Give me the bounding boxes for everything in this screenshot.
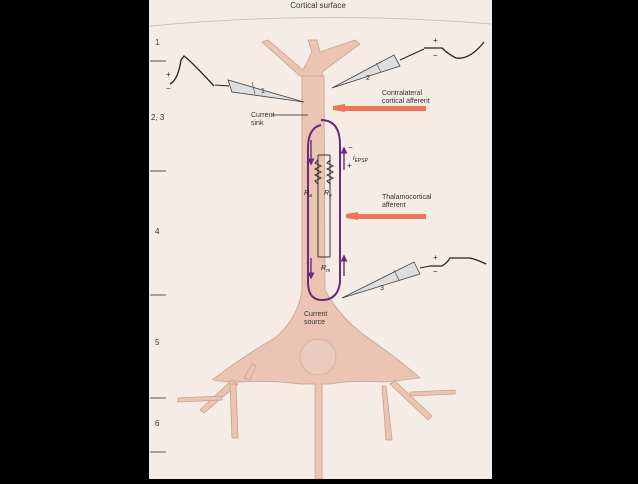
trace-3-minus: − — [433, 267, 438, 276]
electrode-3-label: 3 — [380, 285, 384, 292]
layer-label-2-3: 2, 3 — [151, 113, 165, 122]
cortical-surface-line — [149, 16, 492, 27]
thalamocortical-label: Thalamocortical afferent — [382, 194, 432, 209]
trace-2-plus: + — [433, 36, 438, 45]
svg-text:cortical afferent: cortical afferent — [382, 98, 430, 105]
contralateral-label: Contralateral cortical afferent — [382, 90, 430, 105]
electrode-2 — [331, 48, 425, 89]
resistor-re — [325, 159, 335, 185]
layer-label-1: 1 — [155, 38, 160, 47]
trace-2-minus: − — [433, 51, 438, 60]
basal-dendrite-right-2 — [381, 385, 393, 441]
svg-text:afferent: afferent — [382, 202, 406, 209]
cortical-surface-title: Cortical surface — [290, 1, 346, 10]
basal-dendrite-left-2 — [229, 383, 239, 439]
trace-1 — [169, 55, 215, 87]
layer-boundaries — [150, 60, 166, 453]
svg-text:Thalamocortical: Thalamocortical — [382, 194, 432, 201]
trace-3-plus: + — [433, 253, 438, 262]
pyramidal-neuron — [177, 39, 456, 480]
layer-label-4: 4 — [155, 227, 160, 236]
trace-3 — [430, 257, 487, 267]
layer-label-5: 5 — [155, 338, 160, 347]
electrode-1 — [214, 79, 305, 103]
r-m-label: Rm — [321, 265, 330, 274]
nucleus — [299, 338, 337, 376]
electrode-1-label: 1 — [261, 88, 265, 95]
i-epsp-minus: − — [348, 143, 353, 152]
trace-2 — [424, 41, 485, 59]
r-a-label: Ra — [304, 190, 312, 199]
contralateral-cortical-afferent — [333, 104, 426, 112]
basal-dendrite-left-3 — [243, 363, 257, 381]
trace-1-plus: + — [166, 70, 171, 79]
layer-label-6: 6 — [155, 419, 160, 428]
current-loop — [307, 119, 341, 302]
resistor-ra — [313, 159, 323, 185]
r-e-label: Re — [324, 190, 332, 199]
layer-labels: 1 2, 3 4 5 6 — [151, 38, 165, 428]
equivalent-circuit — [313, 154, 335, 258]
svg-text:Current: Current — [304, 311, 327, 318]
soma-and-apical-trunk — [212, 75, 421, 480]
basal-dendrite-right-3 — [409, 389, 456, 397]
thalamocortical-afferent — [346, 212, 426, 220]
basal-dendrite-left-4 — [177, 395, 223, 403]
current-sink-label: Current sink — [251, 112, 274, 127]
i-epsp-plus: + — [347, 161, 352, 170]
apical-dendrite-branches — [261, 39, 361, 83]
electrode-2-label: 2 — [366, 75, 370, 82]
svg-text:source: source — [304, 319, 325, 326]
electrode-3 — [341, 261, 431, 299]
basal-dendrite-right-1 — [389, 380, 433, 421]
trace-1-minus: − — [166, 84, 171, 93]
i-epsp-label: iEPSP — [353, 155, 369, 164]
svg-text:Contralateral: Contralateral — [382, 90, 423, 97]
svg-text:sink: sink — [251, 120, 264, 127]
current-source-label: Current source — [304, 311, 327, 326]
svg-text:Current: Current — [251, 112, 274, 119]
